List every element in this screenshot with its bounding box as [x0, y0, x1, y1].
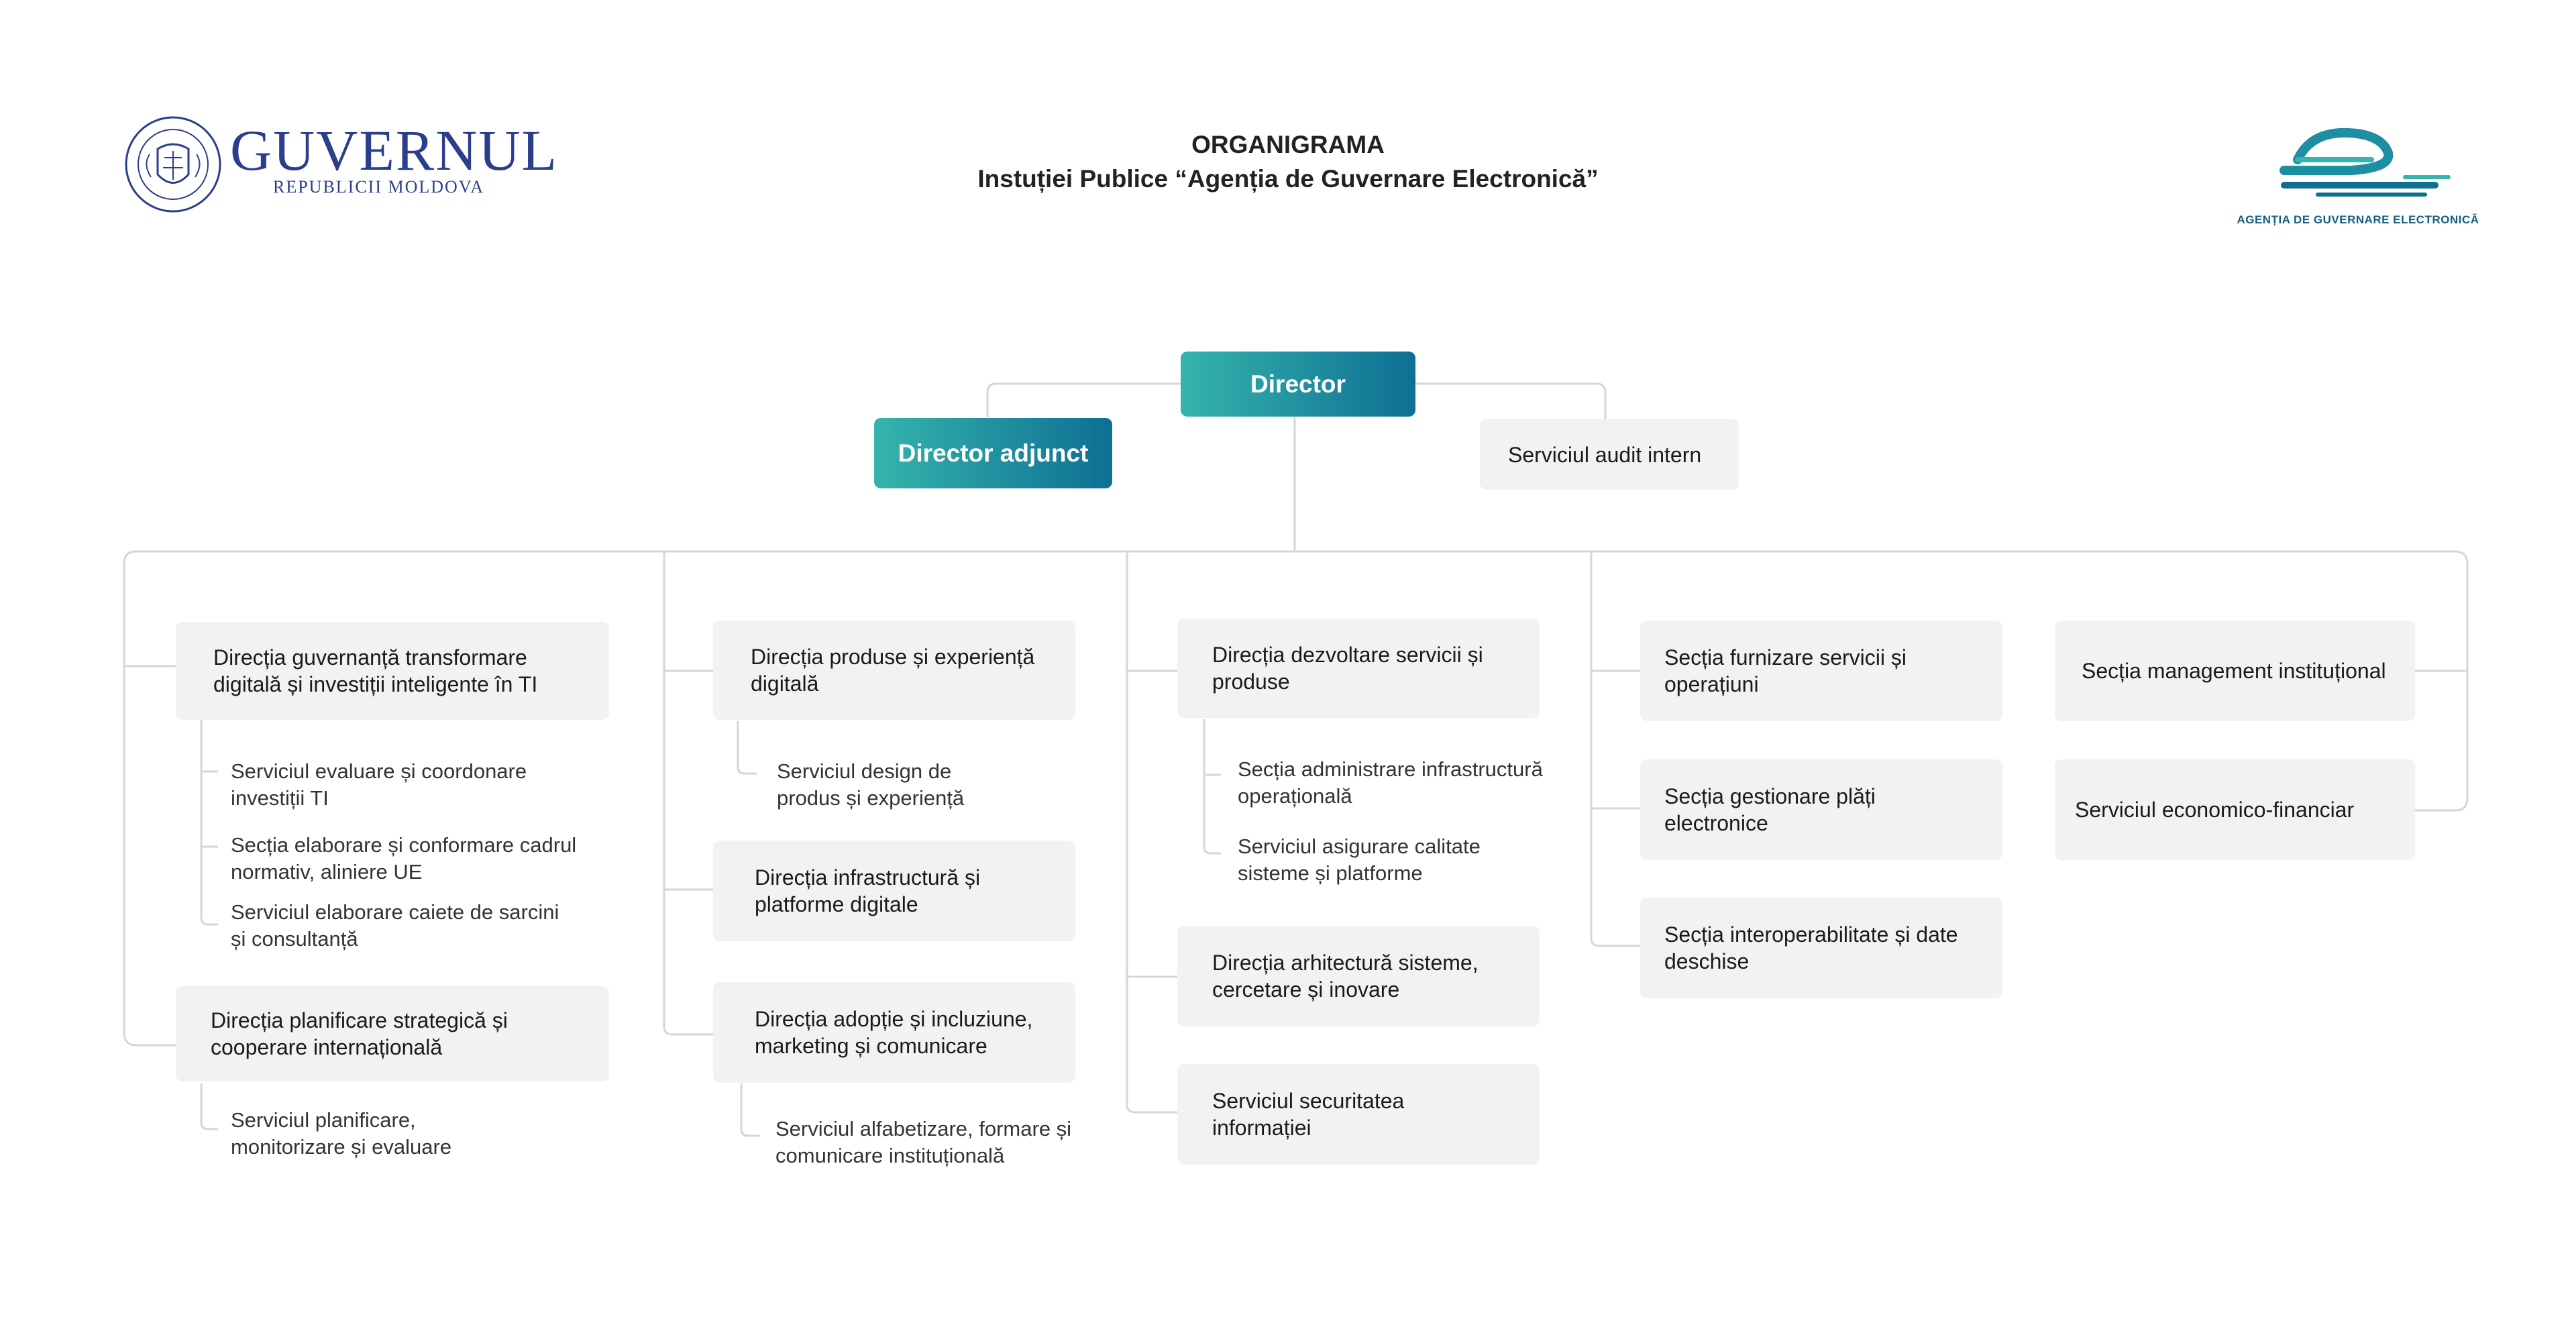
- directorate-adoption-marketing[interactable]: Direcția adopție și incluziune, marketin…: [713, 982, 1075, 1083]
- service-quality-assurance: Serviciul asigurare calitate sisteme și …: [1238, 835, 1481, 885]
- service-digital-literacy: Serviciul alfabetizare, formare și comun…: [775, 1117, 1072, 1167]
- service-information-security[interactable]: Serviciul securitatea informației: [1177, 1064, 1540, 1165]
- agency-logo-icon: [2279, 127, 2451, 197]
- agency-logo-text: AGENȚIA DE GUVERNARE ELECTRONICĂ: [2237, 213, 2479, 226]
- director-box[interactable]: Director: [1181, 352, 1415, 417]
- service-product-design: Serviciul design de produs și experiență: [777, 759, 965, 810]
- section-interoperability-open-data[interactable]: Secția interoperabilitate și date deschi…: [1640, 898, 2002, 998]
- service-tender-specifications: Serviciul elaborare caiete de sarcini și…: [231, 900, 559, 951]
- internal-audit-box[interactable]: Serviciul audit intern: [1480, 419, 1739, 490]
- section-service-delivery[interactable]: Secția furnizare servicii și operațiuni: [1640, 621, 2002, 721]
- government-logo-subtitle: REPUBLICII MOLDOVA: [273, 177, 485, 197]
- government-logo-word: GUVERNUL: [230, 118, 558, 182]
- directorate-digital-governance[interactable]: Direcția guvernanță transformare digital…: [176, 622, 609, 720]
- diagram-subtitle: Instuției Publice “Agenția de Guvernare …: [977, 165, 1599, 193]
- service-economic-financial[interactable]: Serviciul economico-financiar: [2055, 759, 2415, 860]
- directorate-strategic-planning[interactable]: Direcția planificare strategică și coope…: [176, 986, 609, 1081]
- section-institutional-management[interactable]: Secția management instituțional: [2055, 621, 2415, 721]
- directorate-services-development[interactable]: Direcția dezvoltare servicii și produse: [1177, 619, 1540, 718]
- diagram-title: ORGANIGRAMA: [1191, 131, 1385, 158]
- directorate-systems-architecture[interactable]: Direcția arhitectură sisteme, cercetare …: [1177, 926, 1540, 1026]
- government-seal-icon: [125, 116, 221, 213]
- section-normative-framework: Secția elaborare și conformare cadrul no…: [231, 833, 577, 884]
- directorate-digital-products[interactable]: Direcția produse și experiență digitală: [713, 621, 1075, 720]
- directorate-digital-infrastructure[interactable]: Direcția infrastructură și platforme dig…: [713, 841, 1075, 941]
- deputy-director-box[interactable]: Director adjunct: [874, 418, 1112, 488]
- service-planning-monitoring: Serviciul planificare, monitorizare și e…: [231, 1108, 452, 1159]
- section-operational-infrastructure: Secția administrare infrastructură opera…: [1238, 757, 1543, 808]
- section-electronic-payments[interactable]: Secția gestionare plăți electronice: [1640, 759, 2002, 860]
- service-ti-investment: Serviciul evaluare și coordonare investi…: [231, 759, 527, 810]
